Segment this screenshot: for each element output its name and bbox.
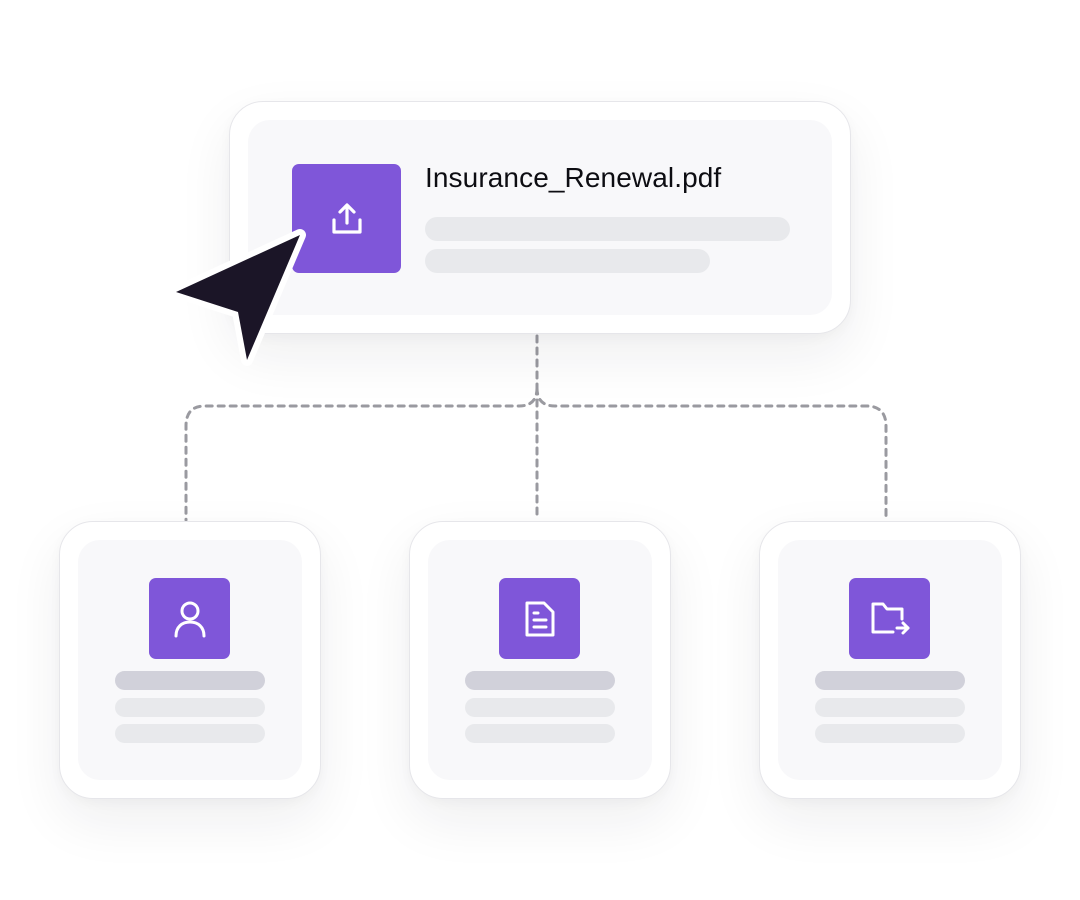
destination-card-folder[interactable]	[759, 521, 1021, 799]
destination-detail-placeholder	[115, 698, 265, 717]
connector-to-folder	[535, 386, 888, 522]
destination-card-inner	[428, 540, 652, 780]
file-detail-placeholder	[425, 249, 710, 273]
destination-card-inner	[778, 540, 1002, 780]
destination-detail-placeholder	[465, 724, 615, 743]
destination-detail-placeholder	[815, 724, 965, 743]
user-icon-tile	[149, 578, 230, 659]
destination-detail-placeholder	[115, 724, 265, 743]
file-name: Insuranсe_Renewal.pdf	[425, 162, 722, 193]
cursor-arrow-icon	[170, 229, 306, 366]
uploaded-file-card[interactable]: Insuranсe_Renewal.pdf	[229, 101, 851, 334]
destination-title-placeholder	[815, 671, 965, 690]
file-detail-placeholder	[425, 217, 790, 241]
user-icon	[174, 601, 205, 637]
connector-to-profile	[184, 386, 539, 522]
upload-icon-tile[interactable]	[292, 164, 401, 273]
destination-card-document[interactable]	[409, 521, 671, 799]
destination-title-placeholder	[465, 671, 615, 690]
destination-detail-placeholder	[465, 698, 615, 717]
folder-icon-tile	[849, 578, 930, 659]
document-icon-tile	[499, 578, 580, 659]
destination-title-placeholder	[115, 671, 265, 690]
folder-move-icon	[871, 602, 909, 634]
destination-card-inner	[78, 540, 302, 780]
destination-detail-placeholder	[815, 698, 965, 717]
document-icon	[525, 601, 554, 636]
upload-icon	[331, 202, 362, 234]
destination-card-profile[interactable]	[59, 521, 321, 799]
